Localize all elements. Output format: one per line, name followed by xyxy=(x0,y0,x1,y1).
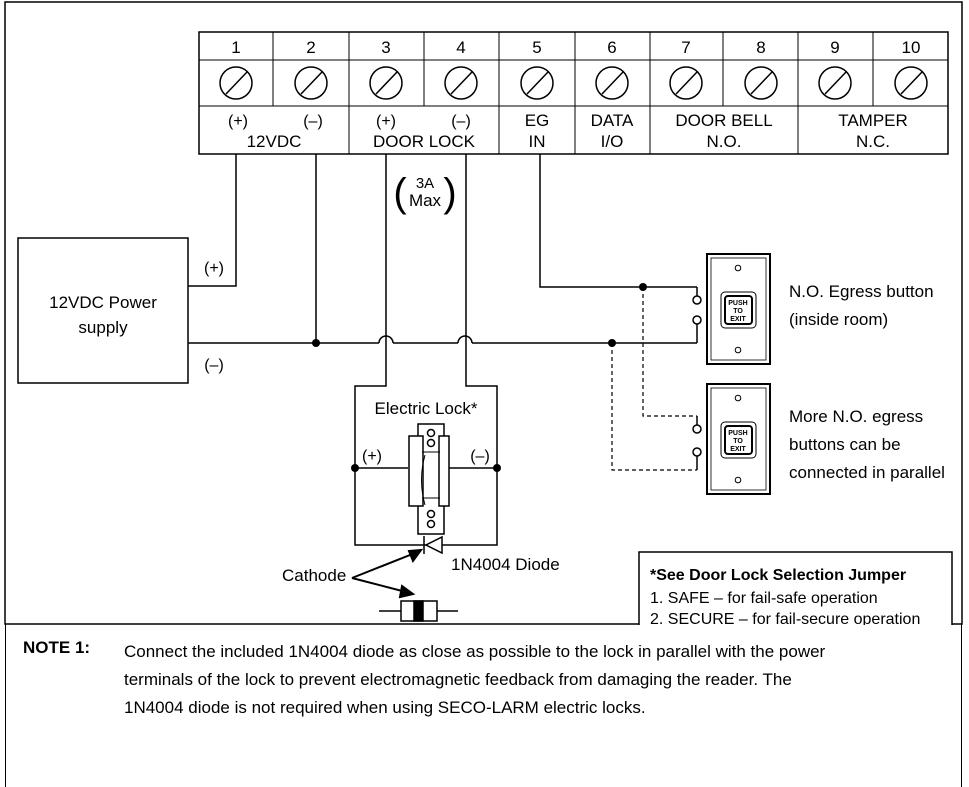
terminal-label: N.O. xyxy=(707,132,742,151)
electric-lock: Electric Lock* (+) (–) 1N4004 Diode xyxy=(355,399,560,574)
terminal-number: 9 xyxy=(830,38,839,57)
diode-symbol-icon xyxy=(423,535,443,555)
terminal-label: I/O xyxy=(601,132,624,151)
terminal-label: (–) xyxy=(451,113,471,130)
bracket-left-icon: ( xyxy=(393,171,407,215)
to-label: TO xyxy=(733,438,743,445)
current-limit-label: ( ) 3A Max xyxy=(393,171,456,215)
current-limit-value: 3A xyxy=(416,175,434,192)
screw-icon xyxy=(294,66,328,100)
jumper-note-box xyxy=(638,551,953,625)
egress-label: buttons can be xyxy=(789,435,901,454)
exit-label: EXIT xyxy=(730,316,746,323)
push-label: PUSH xyxy=(728,300,747,307)
to-label: TO xyxy=(733,308,743,315)
terminal-number: 1 xyxy=(231,38,240,57)
power-plus-label: (+) xyxy=(204,260,224,277)
power-minus-label: (–) xyxy=(204,357,224,374)
bracket-right-icon: ) xyxy=(443,171,456,215)
wire-egress xyxy=(539,154,697,288)
screw-icon xyxy=(369,66,403,100)
power-supply: 12VDC Power supply (+) (–) xyxy=(17,237,224,384)
egress-label: connected in parallel xyxy=(789,463,945,482)
jumper-note-item: 1. SAFE – for fail-safe operation xyxy=(650,590,878,607)
egress-label: (inside room) xyxy=(789,310,888,329)
jumper-note: *See Door Lock Selection Jumper 1. SAFE … xyxy=(638,551,953,625)
screw-icon xyxy=(894,66,928,100)
note-section: NOTE 1: Connect the included 1N4004 diod… xyxy=(5,624,962,787)
terminal-block: 1 2 3 4 5 6 7 8 9 10 (+) (–) 12VDC (+) (… xyxy=(198,31,949,155)
screw-icon xyxy=(595,66,629,100)
terminal-label: DOOR LOCK xyxy=(373,132,476,151)
jumper-note-item: 2. SECURE – for fail-secure operation xyxy=(650,611,920,625)
terminal-block-outline xyxy=(198,31,949,155)
terminal-label: (+) xyxy=(376,113,396,130)
screw-icon xyxy=(444,66,478,100)
note-line: 1N4004 diode is not required when using … xyxy=(124,698,646,717)
egress-button-plate-2: PUSH TO EXIT xyxy=(706,383,771,495)
diode-component-icon xyxy=(379,600,458,622)
diagram-frame xyxy=(4,1,963,625)
terminal-number: 10 xyxy=(902,38,921,57)
note-label: NOTE 1: xyxy=(23,638,91,657)
power-supply-label: supply xyxy=(78,318,128,337)
diode-label: 1N4004 Diode xyxy=(451,555,560,574)
egress-label: More N.O. egress xyxy=(789,407,923,426)
screw-icon xyxy=(219,66,253,100)
lock-minus-label: (–) xyxy=(470,448,490,465)
terminal-label: (+) xyxy=(228,113,248,130)
egress-contacts xyxy=(692,287,702,470)
lock-title: Electric Lock* xyxy=(375,399,478,418)
terminal-label: DOOR BELL xyxy=(675,111,772,130)
exit-label: EXIT xyxy=(730,446,746,453)
terminal-label: TAMPER xyxy=(838,111,908,130)
screw-icon xyxy=(744,66,778,100)
junction-dot xyxy=(312,339,320,347)
note-line: Connect the included 1N4004 diode as clo… xyxy=(124,642,826,661)
lock-plus-label: (+) xyxy=(362,448,382,465)
screw-icon xyxy=(669,66,703,100)
screw-icon xyxy=(818,66,852,100)
terminal-number: 6 xyxy=(607,38,616,57)
wiring-schematic: 1 2 3 4 5 6 7 8 9 10 (+) (–) 12VDC (+) (… xyxy=(4,1,963,625)
terminal-number: 7 xyxy=(681,38,690,57)
screw-icon xyxy=(520,66,554,100)
terminal-number: 8 xyxy=(756,38,765,57)
power-supply-box xyxy=(17,237,189,384)
cathode-label: Cathode xyxy=(282,566,346,585)
terminal-label: DATA xyxy=(591,111,634,130)
wire-lock-minus xyxy=(465,154,498,468)
note-line: terminals of the lock to prevent electro… xyxy=(124,670,792,689)
dashed-wires xyxy=(611,287,697,471)
terminal-number: 3 xyxy=(381,38,390,57)
push-label: PUSH xyxy=(728,430,747,437)
terminal-number: 5 xyxy=(532,38,541,57)
wire-power-plus xyxy=(188,154,237,287)
power-supply-label: 12VDC Power xyxy=(49,293,157,312)
current-limit-unit: Max xyxy=(409,191,442,210)
door-strike-icon xyxy=(408,423,450,535)
terminal-label: N.C. xyxy=(856,132,890,151)
cathode-arrows xyxy=(351,548,424,599)
egress-label: N.O. Egress button xyxy=(789,282,934,301)
terminal-label: IN xyxy=(529,132,546,151)
terminal-label: EG xyxy=(525,111,550,130)
terminal-label: (–) xyxy=(303,113,323,130)
terminal-number: 4 xyxy=(456,38,465,57)
note-body: Connect the included 1N4004 diode as clo… xyxy=(124,638,944,722)
wire-crossover xyxy=(457,335,473,344)
wire-lock-plus xyxy=(354,154,387,468)
terminal-label: 12VDC xyxy=(247,132,302,151)
terminal-number: 2 xyxy=(306,38,315,57)
egress-button-plate: PUSH TO EXIT xyxy=(706,253,771,365)
jumper-note-title: *See Door Lock Selection Jumper xyxy=(650,567,906,584)
